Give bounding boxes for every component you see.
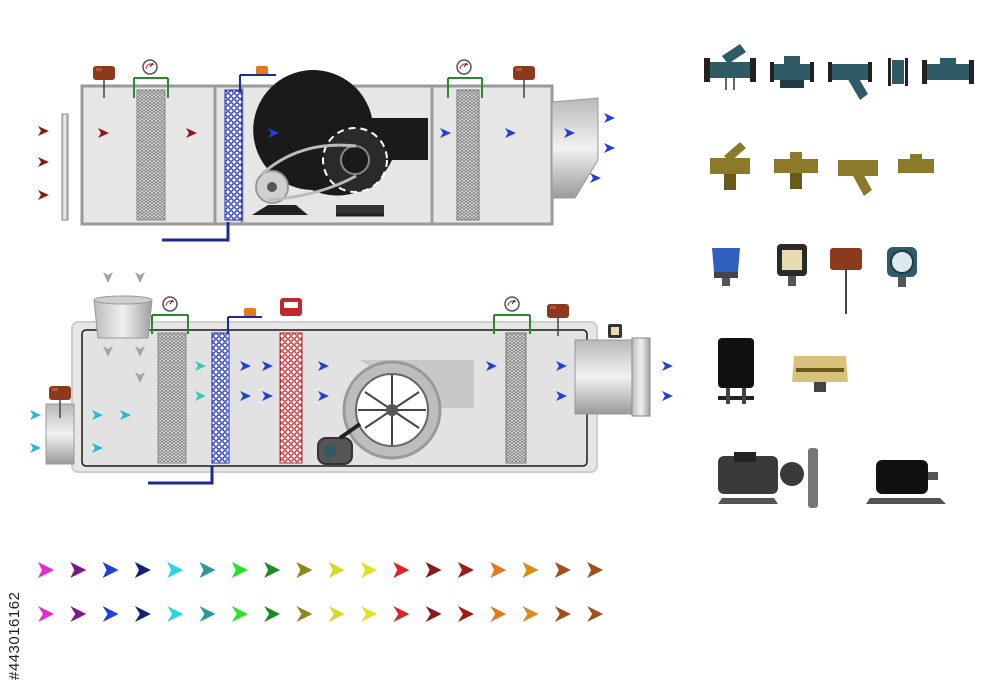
palette-arrow-icon xyxy=(167,606,184,622)
ahu-bottom xyxy=(30,272,673,485)
palette-arrow-icon xyxy=(490,562,507,578)
palette-arrow-icon xyxy=(134,606,151,622)
palette-arrow-icon xyxy=(70,606,87,622)
cooling-coil xyxy=(224,89,243,221)
palette-arrow-icon xyxy=(490,606,507,622)
palette-arrow-icon xyxy=(38,606,54,622)
palette-arrow-icon xyxy=(457,562,474,578)
palette-arrow-icon xyxy=(199,606,216,622)
palette-arrow-icon xyxy=(457,606,474,622)
palette-arrow-icon xyxy=(554,562,571,578)
palette-arrow-icon xyxy=(361,606,377,622)
stock-id-label: #443016162 xyxy=(6,591,23,680)
palette-arrow-icon xyxy=(38,562,54,578)
pressure-gauge-icon xyxy=(887,247,917,287)
palette-arrow-icon xyxy=(554,606,571,622)
palette-arrow-icon xyxy=(199,562,216,578)
palette-arrow-icon xyxy=(167,562,184,578)
motor-icon xyxy=(252,143,357,215)
palette-arrow-icon xyxy=(587,606,604,622)
palette-arrow-icon xyxy=(102,562,119,578)
actuators-row xyxy=(712,244,917,314)
palette-arrow-icon xyxy=(70,562,87,578)
actuator-icon xyxy=(712,248,740,286)
motors-row xyxy=(718,448,946,508)
palette-arrow-icon xyxy=(328,606,345,622)
palette-arrow-icon xyxy=(522,562,539,578)
palette-arrow-icon xyxy=(361,562,377,578)
heating-coil xyxy=(279,332,303,464)
palette-arrow-icon xyxy=(264,606,281,622)
palette-arrow-icon xyxy=(296,562,313,578)
palette-arrow-icon xyxy=(393,562,410,578)
palette-arrow-icon xyxy=(425,606,442,622)
filter-icon xyxy=(136,89,166,221)
fan-icon xyxy=(253,70,428,217)
palette-arrow-icon xyxy=(264,562,281,578)
palette-arrow-icon xyxy=(231,562,248,578)
palette-arrow-icon xyxy=(102,606,119,622)
palette-arrow-icon xyxy=(231,606,248,622)
damper-actuator-icon xyxy=(830,248,862,314)
arrow-palette-row-2 xyxy=(38,606,604,622)
valves-brass xyxy=(710,142,934,196)
palette-arrow-icon xyxy=(134,562,151,578)
palette-arrow-icon xyxy=(328,562,345,578)
palette-arrow-icon xyxy=(425,562,442,578)
valves-teal xyxy=(704,44,974,100)
palette-arrow-icon xyxy=(296,606,313,622)
palette-arrow-icon xyxy=(393,606,410,622)
palette-arrow-icon xyxy=(587,562,604,578)
ahu-top xyxy=(38,59,615,242)
large-actuators xyxy=(718,338,848,404)
palette-arrow-icon xyxy=(522,606,539,622)
valve-icon xyxy=(704,44,756,90)
arrow-palette-row-1 xyxy=(38,562,604,578)
